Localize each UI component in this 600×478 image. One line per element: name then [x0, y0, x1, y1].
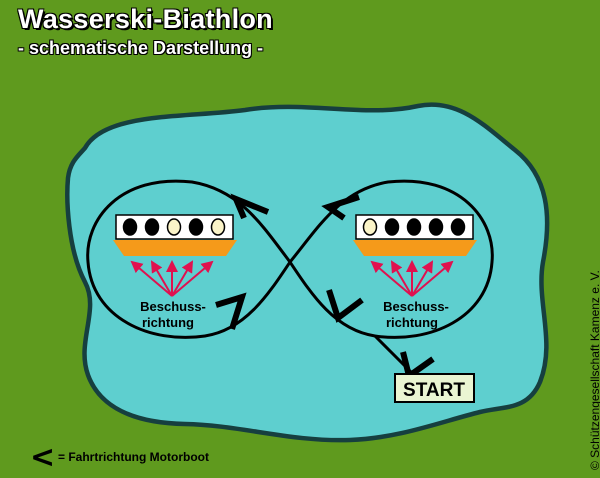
start-label: START: [403, 380, 465, 401]
station-label-line1: Beschuss-: [140, 299, 206, 314]
legend-symbol: <: [30, 440, 55, 475]
target-black: [122, 218, 138, 236]
shooting-station-left: Beschuss- richtung: [113, 214, 237, 330]
shot-arrow: [411, 260, 434, 297]
direction-chevron: [215, 292, 247, 330]
target-row: [362, 218, 466, 236]
target-black: [144, 218, 160, 236]
station-label-line2: richtung: [142, 315, 194, 330]
start-marker: START: [394, 373, 475, 403]
start-lead-line: [373, 334, 417, 378]
legend-text: = Fahrtrichtung Motorboot: [58, 450, 209, 464]
shot-arrow: [411, 260, 454, 297]
start-box: [394, 373, 475, 403]
target-row: [122, 218, 226, 236]
direction-chevron: [326, 289, 364, 323]
station-label-line2: richtung: [386, 315, 438, 330]
lake: [65, 102, 550, 443]
shooting-station-right: Beschuss- richtung: [353, 214, 477, 330]
shooting-area: [353, 240, 477, 256]
target-black: [384, 218, 400, 236]
target-light: [362, 218, 378, 236]
diagram-subtitle: - schematische Darstellung -: [18, 38, 264, 58]
course-loop-right: [288, 179, 494, 339]
shot-direction-arrows: [130, 260, 214, 297]
target-light: [166, 218, 182, 236]
shooting-area: [113, 240, 237, 256]
direction-chevron: [321, 194, 360, 221]
direction-chevron: [230, 193, 270, 220]
station-label-line1: Beschuss-: [383, 299, 449, 314]
shot-arrow: [150, 260, 173, 297]
shot-arrow: [171, 260, 214, 297]
target-light: [210, 218, 226, 236]
target-black: [450, 218, 466, 236]
copyright-notice: © Schützengesellschaft Kamenz e. V.: [588, 270, 600, 470]
shot-arrow: [390, 260, 413, 297]
target-black: [188, 218, 204, 236]
shot-direction-arrows: [370, 260, 454, 297]
target-black: [428, 218, 444, 236]
diagram-title: Wasserski-Biathlon: [18, 4, 273, 34]
target-black: [406, 218, 422, 236]
shot-arrow: [171, 260, 194, 297]
shot-arrow: [130, 260, 173, 297]
shot-arrow: [370, 260, 413, 297]
